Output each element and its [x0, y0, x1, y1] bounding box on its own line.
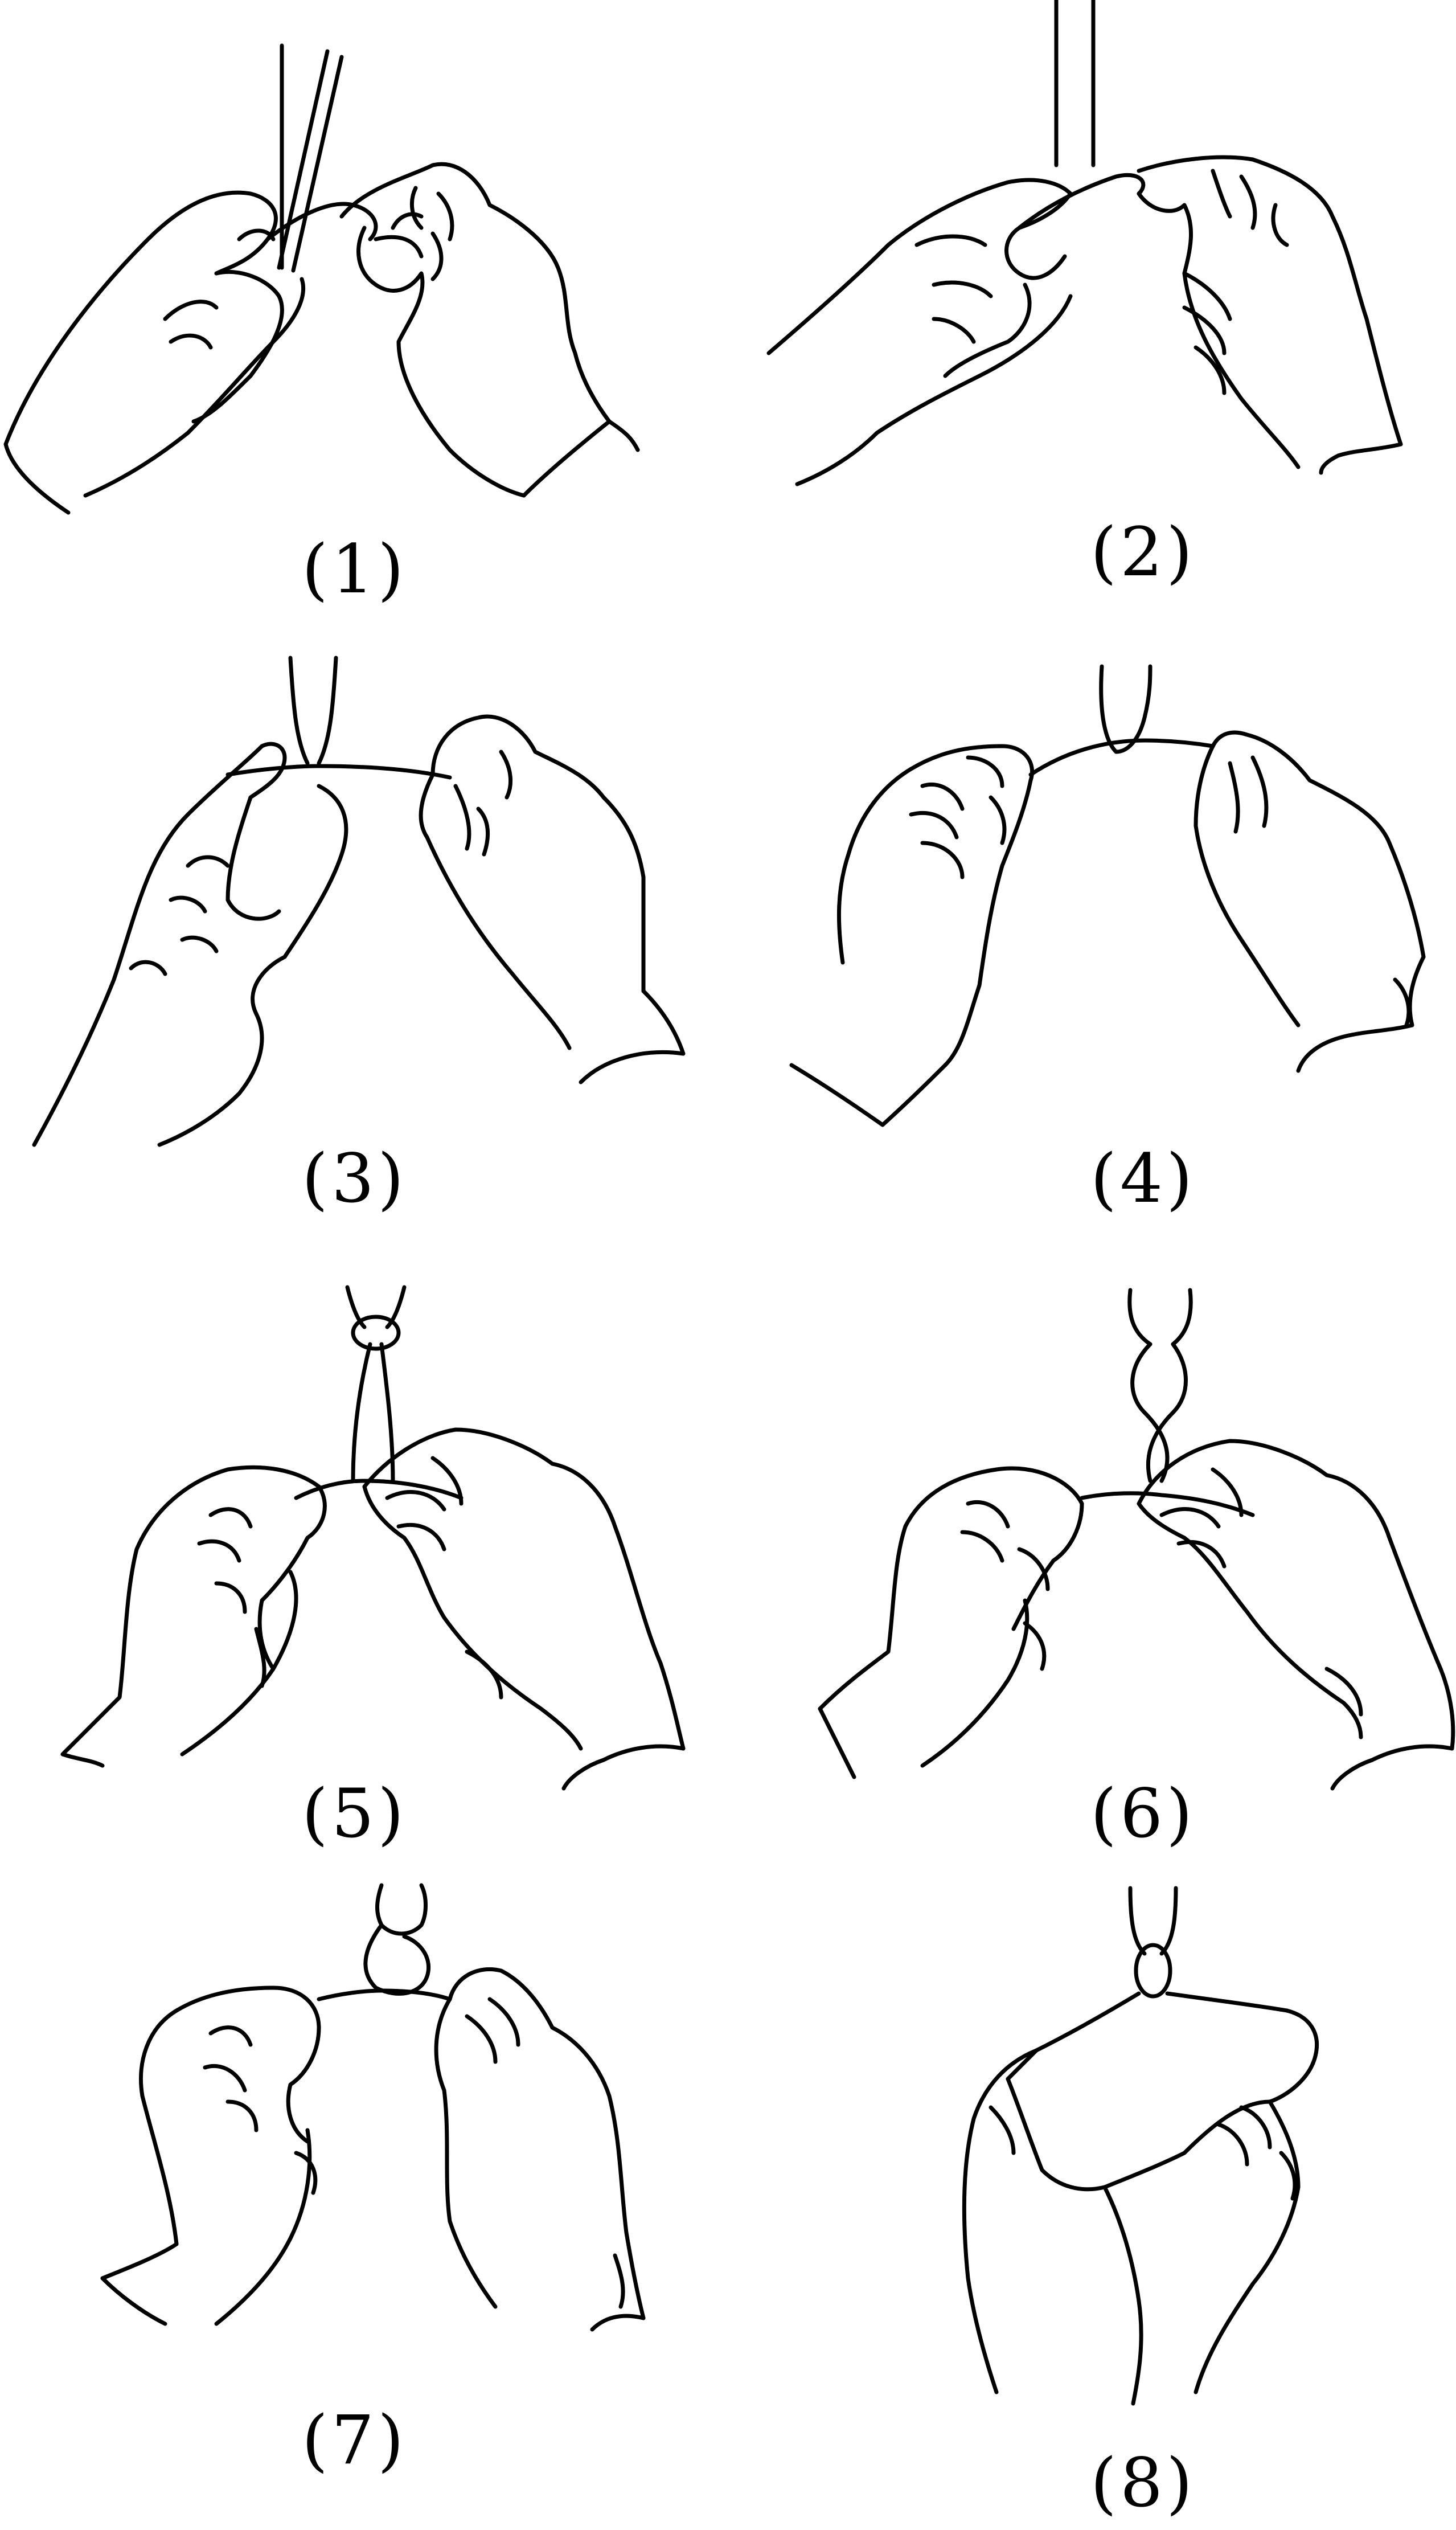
step-1-illustration [3, 43, 640, 515]
step-8-illustration [962, 1886, 1319, 2406]
step-2-label: (2) [1090, 513, 1196, 591]
step-7-panel: (7) [100, 1883, 646, 2479]
step-4-panel: (4) [789, 664, 1426, 1218]
step-1-panel: (1) [3, 43, 640, 608]
step-6-illustration [818, 1288, 1455, 1791]
step-5-label: (5) [302, 1774, 407, 1853]
step-3-label: (3) [302, 1139, 407, 1218]
step-2-illustration [766, 0, 1403, 486]
step-2-panel: (2) [766, 0, 1403, 591]
step-7-illustration [100, 1883, 646, 2332]
step-5-illustration [60, 1285, 686, 1791]
step-8-panel: (8) [962, 1886, 1319, 2522]
step-7-label: (7) [302, 2401, 407, 2479]
step-4-illustration [789, 664, 1426, 1127]
step-5-panel: (5) [60, 1285, 686, 1853]
step-8-label: (8) [1090, 2443, 1196, 2522]
step-6-label: (6) [1090, 1774, 1196, 1853]
step-4-label: (4) [1090, 1139, 1196, 1218]
step-3-panel: (3) [32, 656, 686, 1218]
step-3-illustration [32, 656, 686, 1147]
step-1-label: (1) [302, 530, 407, 608]
step-6-panel: (6) [818, 1288, 1455, 1853]
